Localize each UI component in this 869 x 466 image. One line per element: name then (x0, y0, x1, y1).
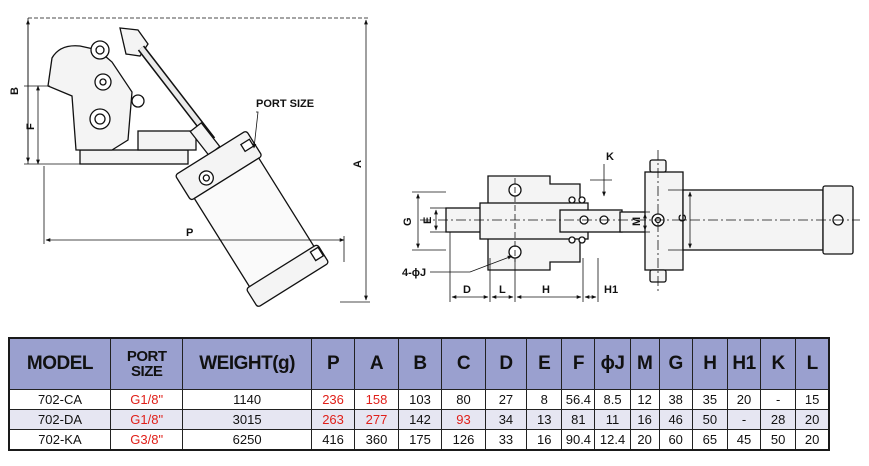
cell-g: 38 (658, 389, 693, 410)
label-port-size: PORT SIZE (256, 98, 314, 110)
cell-d: 33 (484, 429, 528, 451)
cell-h: 50 (691, 409, 728, 430)
cell-weight: 1140 (182, 389, 312, 410)
cell-h1: 20 (726, 389, 762, 410)
cell-e: 13 (526, 409, 563, 430)
cell-j: 11 (594, 409, 631, 430)
cell-b: 103 (397, 389, 443, 410)
upper-bracket (487, 175, 581, 205)
cell-p: 263 (310, 409, 356, 430)
col-header-h1: H1 (726, 337, 762, 390)
label-p: P (186, 227, 193, 239)
base-plate (79, 149, 189, 165)
col-header-e: E (526, 337, 563, 390)
table-row: 702-DA G1/8" 3015 263 277 142 93 34 13 8… (8, 409, 830, 430)
label-f: F (25, 123, 37, 130)
label-l: L (499, 284, 506, 296)
cell-model: 702-DA (8, 409, 111, 430)
cell-a: 158 (354, 389, 399, 410)
cell-port: G3/8" (109, 429, 184, 451)
label-hole: 4-ϕJ (402, 267, 426, 279)
cell-m: 12 (629, 389, 660, 410)
table-row: 702-CA G1/8" 1140 236 158 103 80 27 8 56… (8, 389, 830, 410)
label-k: K (606, 151, 614, 163)
cell-g: 60 (658, 429, 693, 451)
cell-m: 16 (629, 409, 660, 430)
cell-port: G1/8" (109, 389, 184, 410)
label-b: B (9, 87, 21, 95)
cell-j: 8.5 (594, 389, 631, 410)
label-g: G (402, 217, 414, 226)
col-header-c: C (441, 337, 486, 390)
cell-model: 702-KA (8, 429, 111, 451)
cell-f: 56.4 (561, 389, 596, 410)
cell-a: 277 (354, 409, 399, 430)
cell-g: 46 (658, 409, 693, 430)
top-view (445, 159, 854, 283)
cell-b: 175 (397, 429, 443, 451)
cell-h1: 45 (726, 429, 762, 451)
col-header-b: B (397, 337, 443, 390)
cell-h1: - (726, 409, 762, 430)
cell-k: - (760, 389, 797, 410)
cell-c: 93 (441, 409, 486, 430)
cell-d: 27 (484, 389, 528, 410)
col-header-l: L (795, 337, 830, 390)
label-h1: H1 (604, 284, 618, 296)
label-e: E (422, 217, 434, 224)
table-row: 702-KA G3/8" 6250 416 360 175 126 33 16 … (8, 429, 830, 451)
col-header-p: P (310, 337, 356, 390)
cell-m: 20 (629, 429, 660, 451)
col-header-h: H (691, 337, 728, 390)
cell-h: 35 (691, 389, 728, 410)
top-view-dimensions (412, 150, 860, 302)
cell-k: 28 (760, 409, 797, 430)
clamp-arm (47, 45, 133, 151)
cell-k: 50 (760, 429, 797, 451)
col-header-j: ϕJ (594, 337, 631, 390)
col-header-k: K (760, 337, 797, 390)
cell-d: 34 (484, 409, 528, 430)
mount-block (137, 130, 197, 151)
col-header-model: MODEL (8, 337, 111, 390)
lower-bracket (487, 237, 581, 271)
col-header-f: F (561, 337, 596, 390)
cell-c: 126 (441, 429, 486, 451)
col-header-weight: WEIGHT(g) (182, 337, 312, 390)
cell-weight: 6250 (182, 429, 312, 451)
cell-e: 16 (526, 429, 563, 451)
cell-p: 236 (310, 389, 356, 410)
cell-l: 20 (795, 429, 830, 451)
cell-j: 12.4 (594, 429, 631, 451)
col-header-m: M (629, 337, 660, 390)
label-a: A (352, 160, 364, 168)
cylinder-cap (246, 244, 329, 307)
cell-l: 20 (795, 409, 830, 430)
cell-e: 8 (526, 389, 563, 410)
cell-f: 81 (561, 409, 596, 430)
col-header-g: G (658, 337, 693, 390)
cell-l: 15 (795, 389, 830, 410)
label-h: H (542, 284, 550, 296)
technical-drawing: B F A P PORT SIZE (9, 17, 860, 307)
label-d: D (463, 284, 471, 296)
cell-port: G1/8" (109, 409, 184, 430)
cell-c: 80 (441, 389, 486, 410)
cell-a: 360 (354, 429, 399, 451)
cell-model: 702-CA (8, 389, 111, 410)
cell-weight: 3015 (182, 409, 312, 430)
cell-p: 416 (310, 429, 356, 451)
col-header-d: D (484, 337, 528, 390)
cell-b: 142 (397, 409, 443, 430)
side-view (47, 27, 329, 307)
side-view-dimensions (24, 17, 370, 303)
col-header-a: A (354, 337, 399, 390)
label-c: C (677, 214, 689, 222)
cell-h: 65 (691, 429, 728, 451)
label-m: M (631, 217, 643, 226)
cell-f: 90.4 (561, 429, 596, 451)
